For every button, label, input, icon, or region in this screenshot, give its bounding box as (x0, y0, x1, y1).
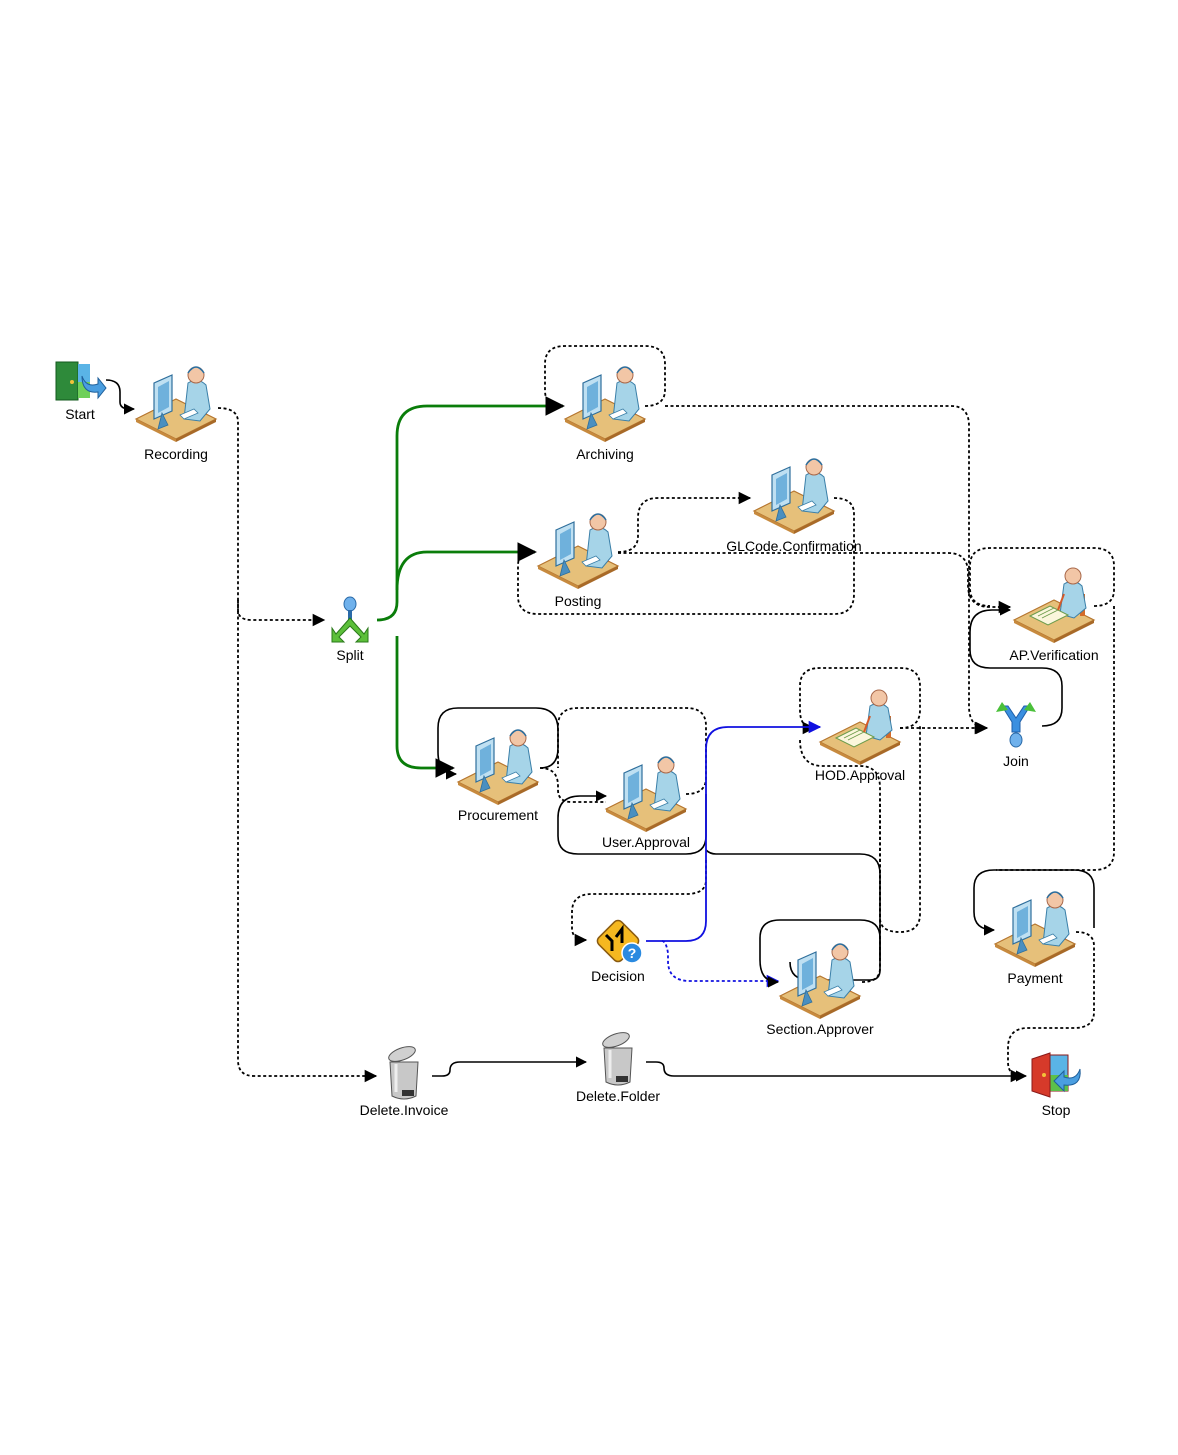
node-start[interactable]: Start (55, 361, 107, 422)
user-task-icon (564, 366, 646, 443)
node-decision[interactable]: ? Decision (591, 918, 645, 984)
node-delete-invoice[interactable]: Delete.Invoice (360, 1044, 449, 1118)
approval-task-icon (1013, 567, 1095, 644)
node-label: AP.Verification (1009, 647, 1098, 663)
edge-userapproval-procurement[interactable] (557, 707, 707, 795)
edge-userapproval-loop[interactable] (557, 790, 707, 855)
edge-split-posting[interactable] (395, 542, 537, 591)
node-posting[interactable]: Posting (537, 513, 619, 609)
node-label: Section.Approver (766, 1021, 874, 1037)
user-task-icon (457, 729, 539, 806)
node-payment[interactable]: Payment (994, 891, 1076, 986)
connectors (105, 345, 1115, 1083)
node-ap-verification[interactable]: AP.Verification (1009, 567, 1099, 663)
node-label: Start (65, 406, 95, 422)
node-label: Archiving (576, 446, 634, 462)
node-label: Delete.Folder (576, 1088, 660, 1104)
user-task-icon (753, 458, 835, 535)
user-task-icon (779, 943, 861, 1020)
edge-procurement-loop[interactable] (437, 707, 559, 780)
node-delete-folder[interactable]: Delete.Folder (576, 1030, 660, 1104)
edge-split-procurement[interactable] (395, 636, 455, 778)
edge-archiving-join[interactable] (665, 405, 989, 735)
edge-userapproval-decision[interactable] (571, 860, 707, 947)
node-recording[interactable]: Recording (135, 366, 217, 462)
node-stop[interactable]: Stop (1031, 1052, 1081, 1118)
edge-apverification-payment[interactable] (996, 606, 1115, 871)
node-split[interactable]: Split (331, 596, 369, 663)
stop-door-icon (1031, 1052, 1081, 1098)
edge-split-archiving[interactable] (376, 396, 565, 622)
node-procurement[interactable]: Procurement (457, 729, 539, 823)
edge-sectionapprover-loop[interactable] (759, 919, 881, 988)
node-label: Posting (555, 593, 602, 609)
join-icon (996, 702, 1036, 748)
edge-hodapproval-down[interactable] (799, 726, 921, 933)
node-label: User.Approval (602, 834, 690, 850)
svg-text:?: ? (628, 945, 637, 961)
split-icon (331, 596, 369, 643)
user-task-icon (135, 366, 217, 443)
node-label: Procurement (458, 807, 538, 823)
edge-start-recording[interactable] (105, 379, 136, 415)
edge-archiving-loop[interactable] (544, 345, 666, 413)
node-label: Recording (144, 446, 208, 462)
edge-recording-split[interactable] (217, 407, 326, 627)
edge-decision-hodapproval[interactable] (646, 720, 822, 942)
edge-posting-apverification[interactable] (618, 552, 1012, 614)
node-glcode-confirmation[interactable]: GLCode.Confirmation (726, 458, 862, 554)
user-task-icon (994, 891, 1076, 968)
node-label: Split (336, 647, 363, 663)
user-task-icon (537, 513, 619, 590)
approval-task-icon (819, 689, 901, 766)
node-archiving[interactable]: Archiving (564, 366, 646, 462)
node-label: GLCode.Confirmation (726, 538, 861, 554)
edge-apverification-loop[interactable] (969, 547, 1115, 607)
user-task-icon (605, 756, 687, 833)
node-label: Stop (1042, 1102, 1071, 1118)
trash-can-icon (388, 1046, 419, 1100)
edge-payment-loop[interactable] (973, 869, 1095, 936)
edge-hodapproval-loop[interactable] (799, 667, 921, 735)
node-label: Decision (591, 968, 645, 984)
start-door-icon (55, 361, 107, 401)
node-user-approval[interactable]: User.Approval (602, 756, 690, 850)
edge-userapproval-right[interactable] (705, 849, 881, 981)
node-label: Join (1003, 753, 1029, 769)
node-label: HOD.Approval (815, 767, 905, 783)
edge-deletefolder-stop[interactable] (646, 1061, 1028, 1082)
node-label: Payment (1007, 970, 1062, 986)
decision-icon: ? (596, 919, 643, 964)
edge-procurement-userapproval[interactable] (539, 767, 606, 803)
trash-can-icon (602, 1032, 633, 1086)
node-section-approver[interactable]: Section.Approver (766, 943, 874, 1037)
edge-payment-stop[interactable] (1007, 931, 1095, 1083)
edge-glcode-posting[interactable] (517, 497, 855, 615)
edge-recording-deleteinvoice[interactable] (237, 600, 378, 1083)
node-label: Delete.Invoice (360, 1102, 449, 1118)
edge-decision-sectionapprover[interactable] (661, 940, 780, 988)
edge-deleteinvoice-deletefolder[interactable] (432, 1056, 588, 1077)
edge-join-apverification[interactable] (969, 604, 1063, 727)
edge-sectionapprover-out[interactable] (861, 798, 881, 983)
node-hod-approval[interactable]: HOD.Approval (815, 689, 905, 783)
edge-posting-glcode[interactable] (617, 491, 752, 553)
node-join[interactable]: Join (996, 702, 1036, 769)
